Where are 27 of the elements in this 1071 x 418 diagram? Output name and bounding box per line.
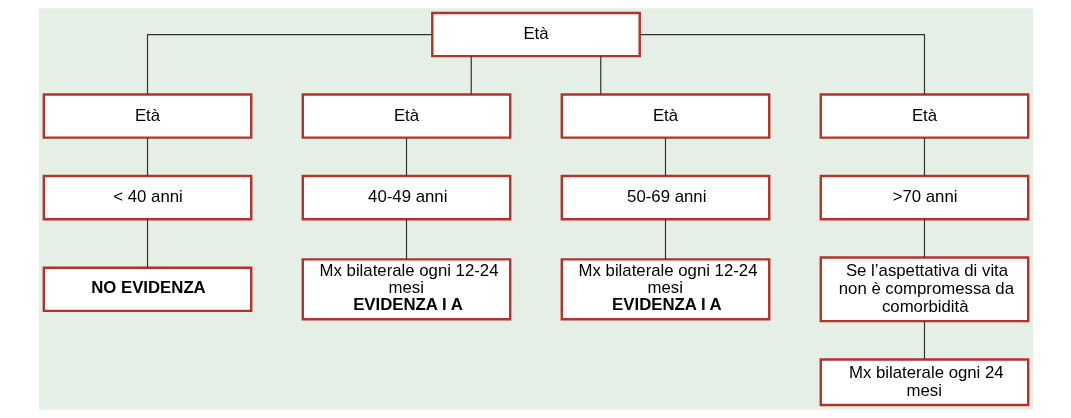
node-box: >70 anni	[819, 174, 1029, 221]
node-box: < 40 anni	[42, 174, 252, 221]
node-box: Mx bilaterale ogni 24 mesi	[819, 358, 1029, 407]
connector	[146, 33, 432, 95]
connector	[639, 33, 925, 95]
connector	[664, 218, 666, 260]
node-box: NO EVIDENZA	[42, 266, 252, 313]
node-box: Mx bilaterale ogni 12-24 mesi EVIDENZA I A	[301, 258, 511, 321]
node-box: Se l’aspettativa di vita non è compromessa da comorbidità	[819, 256, 1029, 323]
connector	[664, 137, 666, 177]
connector	[923, 320, 925, 360]
connector	[146, 137, 148, 177]
connector	[405, 137, 407, 177]
node-box: Età	[301, 93, 511, 139]
node-box: Età	[42, 93, 252, 139]
connector	[923, 218, 925, 258]
node-box: Età	[560, 93, 770, 139]
connector	[146, 218, 148, 269]
connector	[923, 137, 925, 177]
node-box: Età	[430, 11, 641, 58]
connector	[599, 55, 601, 95]
node-box: 50-69 anni	[560, 174, 770, 221]
connector	[405, 218, 407, 260]
node-box: Mx bilaterale ogni 12-24 mesi EVIDENZA I A	[560, 258, 770, 321]
node-box: 40-49 anni	[301, 174, 511, 221]
node-box: Età	[819, 93, 1029, 139]
connector	[470, 55, 472, 95]
